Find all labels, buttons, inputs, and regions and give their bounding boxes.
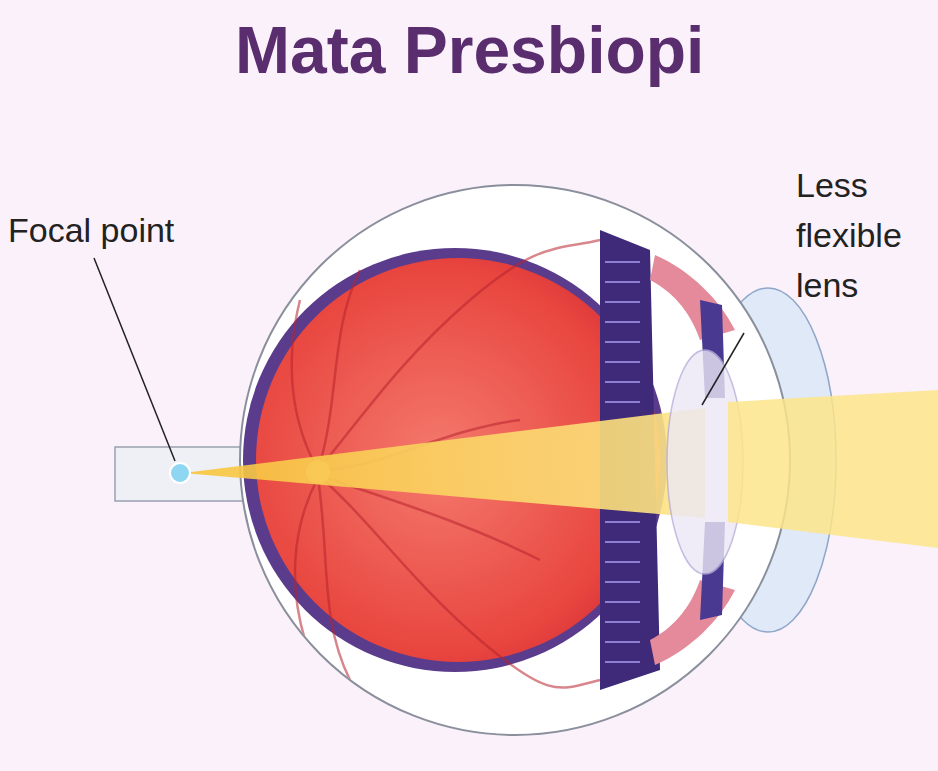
part-label: Less flexible lens	[796, 160, 934, 310]
diagram-title-holder: Mata Presbiopi	[235, 12, 704, 88]
diagram-title: Mata Presbiopi	[235, 12, 704, 88]
part-label: Focal point	[8, 205, 174, 255]
focal-point-dot	[170, 463, 190, 483]
light-beam	[728, 390, 938, 548]
part-label-holder: Focal point	[8, 205, 174, 255]
part-label-holder: Less flexible lens	[796, 160, 934, 310]
leader-line	[702, 333, 744, 405]
light-beam	[183, 408, 705, 518]
leader-line	[94, 258, 175, 461]
